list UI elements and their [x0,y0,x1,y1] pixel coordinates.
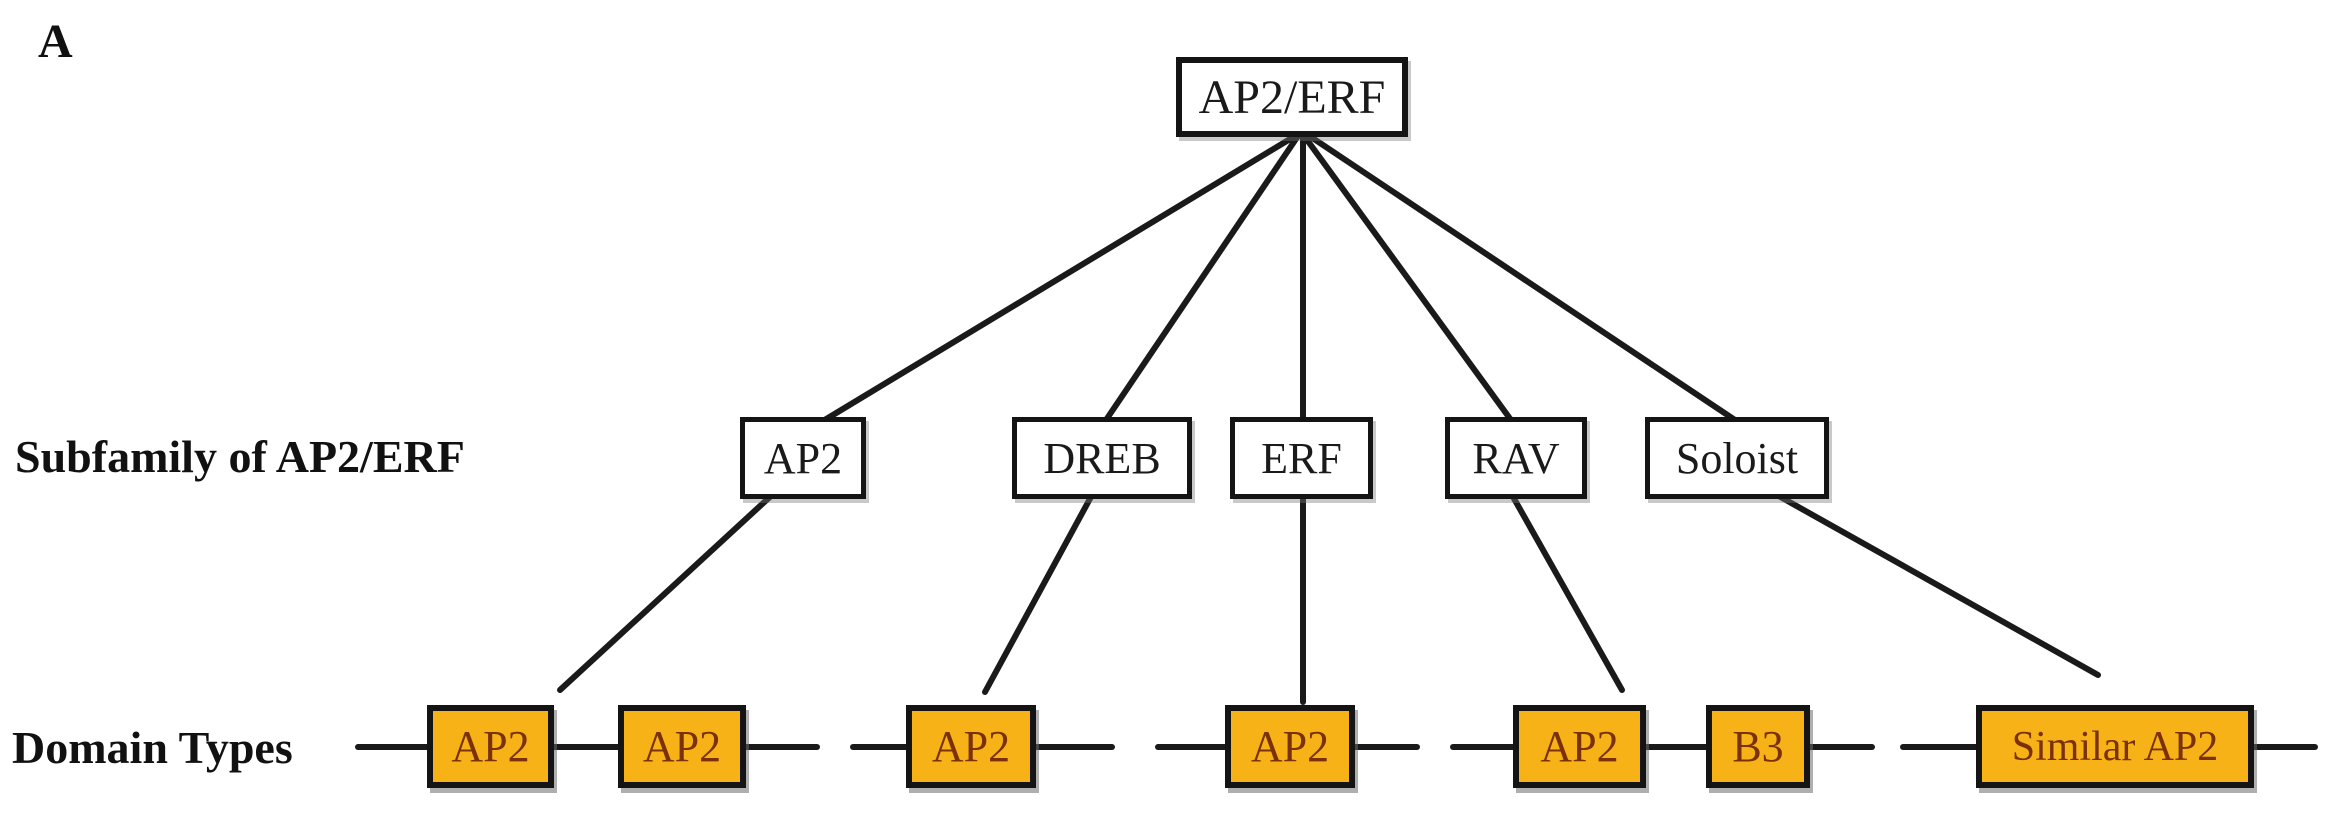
domain-row-label: Domain Types [12,722,293,773]
domain-box-similar-ap2: Similar AP2 [1976,705,2254,788]
subfamily-node-soloist: Soloist [1645,417,1829,499]
domain-box-ap2-2: AP2 [618,705,746,788]
subfamily-node-rav: RAV [1445,417,1587,499]
connector-rav-to-domains [1509,492,1625,693]
domain-box-erf-ap2: AP2 [1225,705,1355,788]
subfamily-node-ap2: AP2 [740,417,866,499]
domain-backbone-rav [1450,744,1875,750]
connector-root-to-ap2 [815,130,1303,427]
domain-box-ap2-1: AP2 [427,705,554,788]
connector-ap2-to-domains [557,492,775,693]
domain-box-dreb-ap2: AP2 [906,705,1036,788]
subfamily-node-erf: ERF [1230,417,1373,499]
connector-soloist-to-domains [1774,492,2101,678]
domain-backbone-ap2 [355,744,820,750]
root-node-ap2erf: AP2/ERF [1176,57,1408,137]
connector-dreb-to-domains [982,492,1095,695]
domain-box-rav-b3: B3 [1706,705,1810,788]
subfamily-row-label: Subfamily of AP2/ERF [15,431,465,482]
connector-root-to-dreb [1103,130,1303,423]
subfamily-node-dreb: DREB [1012,417,1192,499]
connector-root-to-soloist [1302,130,1738,423]
domain-box-rav-ap2: AP2 [1513,705,1646,788]
connector-root-to-rav [1299,130,1514,423]
panel-letter: A [38,15,73,68]
